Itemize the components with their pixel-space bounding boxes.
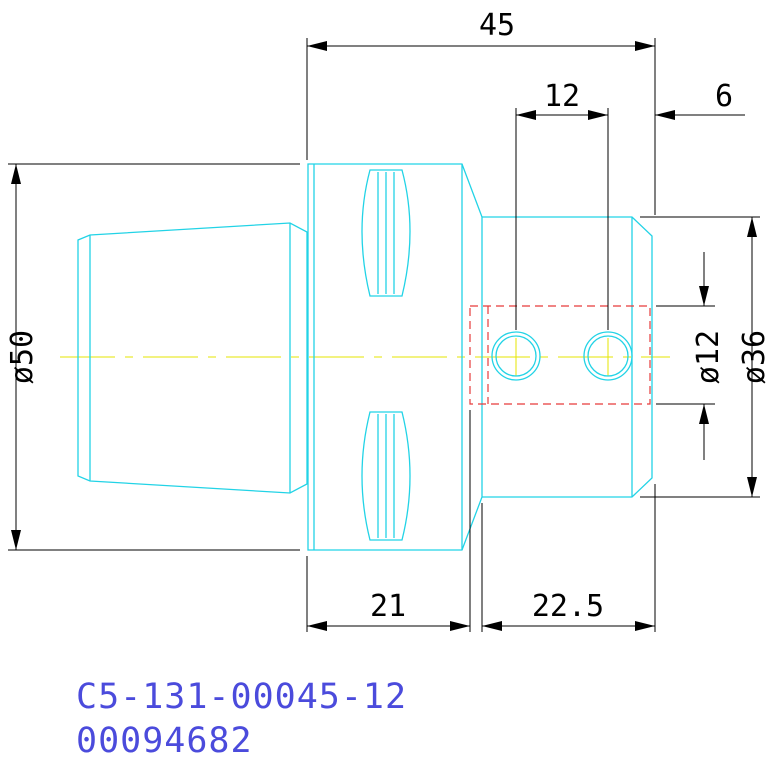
taper-body xyxy=(77,222,308,494)
cross-hole-1 xyxy=(491,331,541,381)
shank-body xyxy=(482,216,653,498)
part-outline xyxy=(77,163,653,551)
dim-text-6: 6 xyxy=(715,79,733,114)
keyway-slot-bottom xyxy=(361,411,411,541)
dim-text-dia36: ø36 xyxy=(737,330,767,384)
dimension-lines xyxy=(11,41,757,631)
centerline xyxy=(60,338,670,376)
part-number: C5-131-00045-12 xyxy=(76,677,408,717)
dim-text-12: 12 xyxy=(544,79,580,114)
cross-hole-2 xyxy=(583,331,633,381)
hidden-bore xyxy=(469,305,651,405)
order-number: 00094682 xyxy=(76,721,253,761)
dim-text-22-5: 22.5 xyxy=(532,589,604,624)
dim-text-45: 45 xyxy=(479,8,515,43)
extension-lines xyxy=(8,38,760,632)
dim-text-dia50: ø50 xyxy=(5,330,40,384)
keyway-slot-top xyxy=(361,169,411,297)
dim-text-dia12: ø12 xyxy=(691,330,726,384)
dim-text-21: 21 xyxy=(370,589,406,624)
